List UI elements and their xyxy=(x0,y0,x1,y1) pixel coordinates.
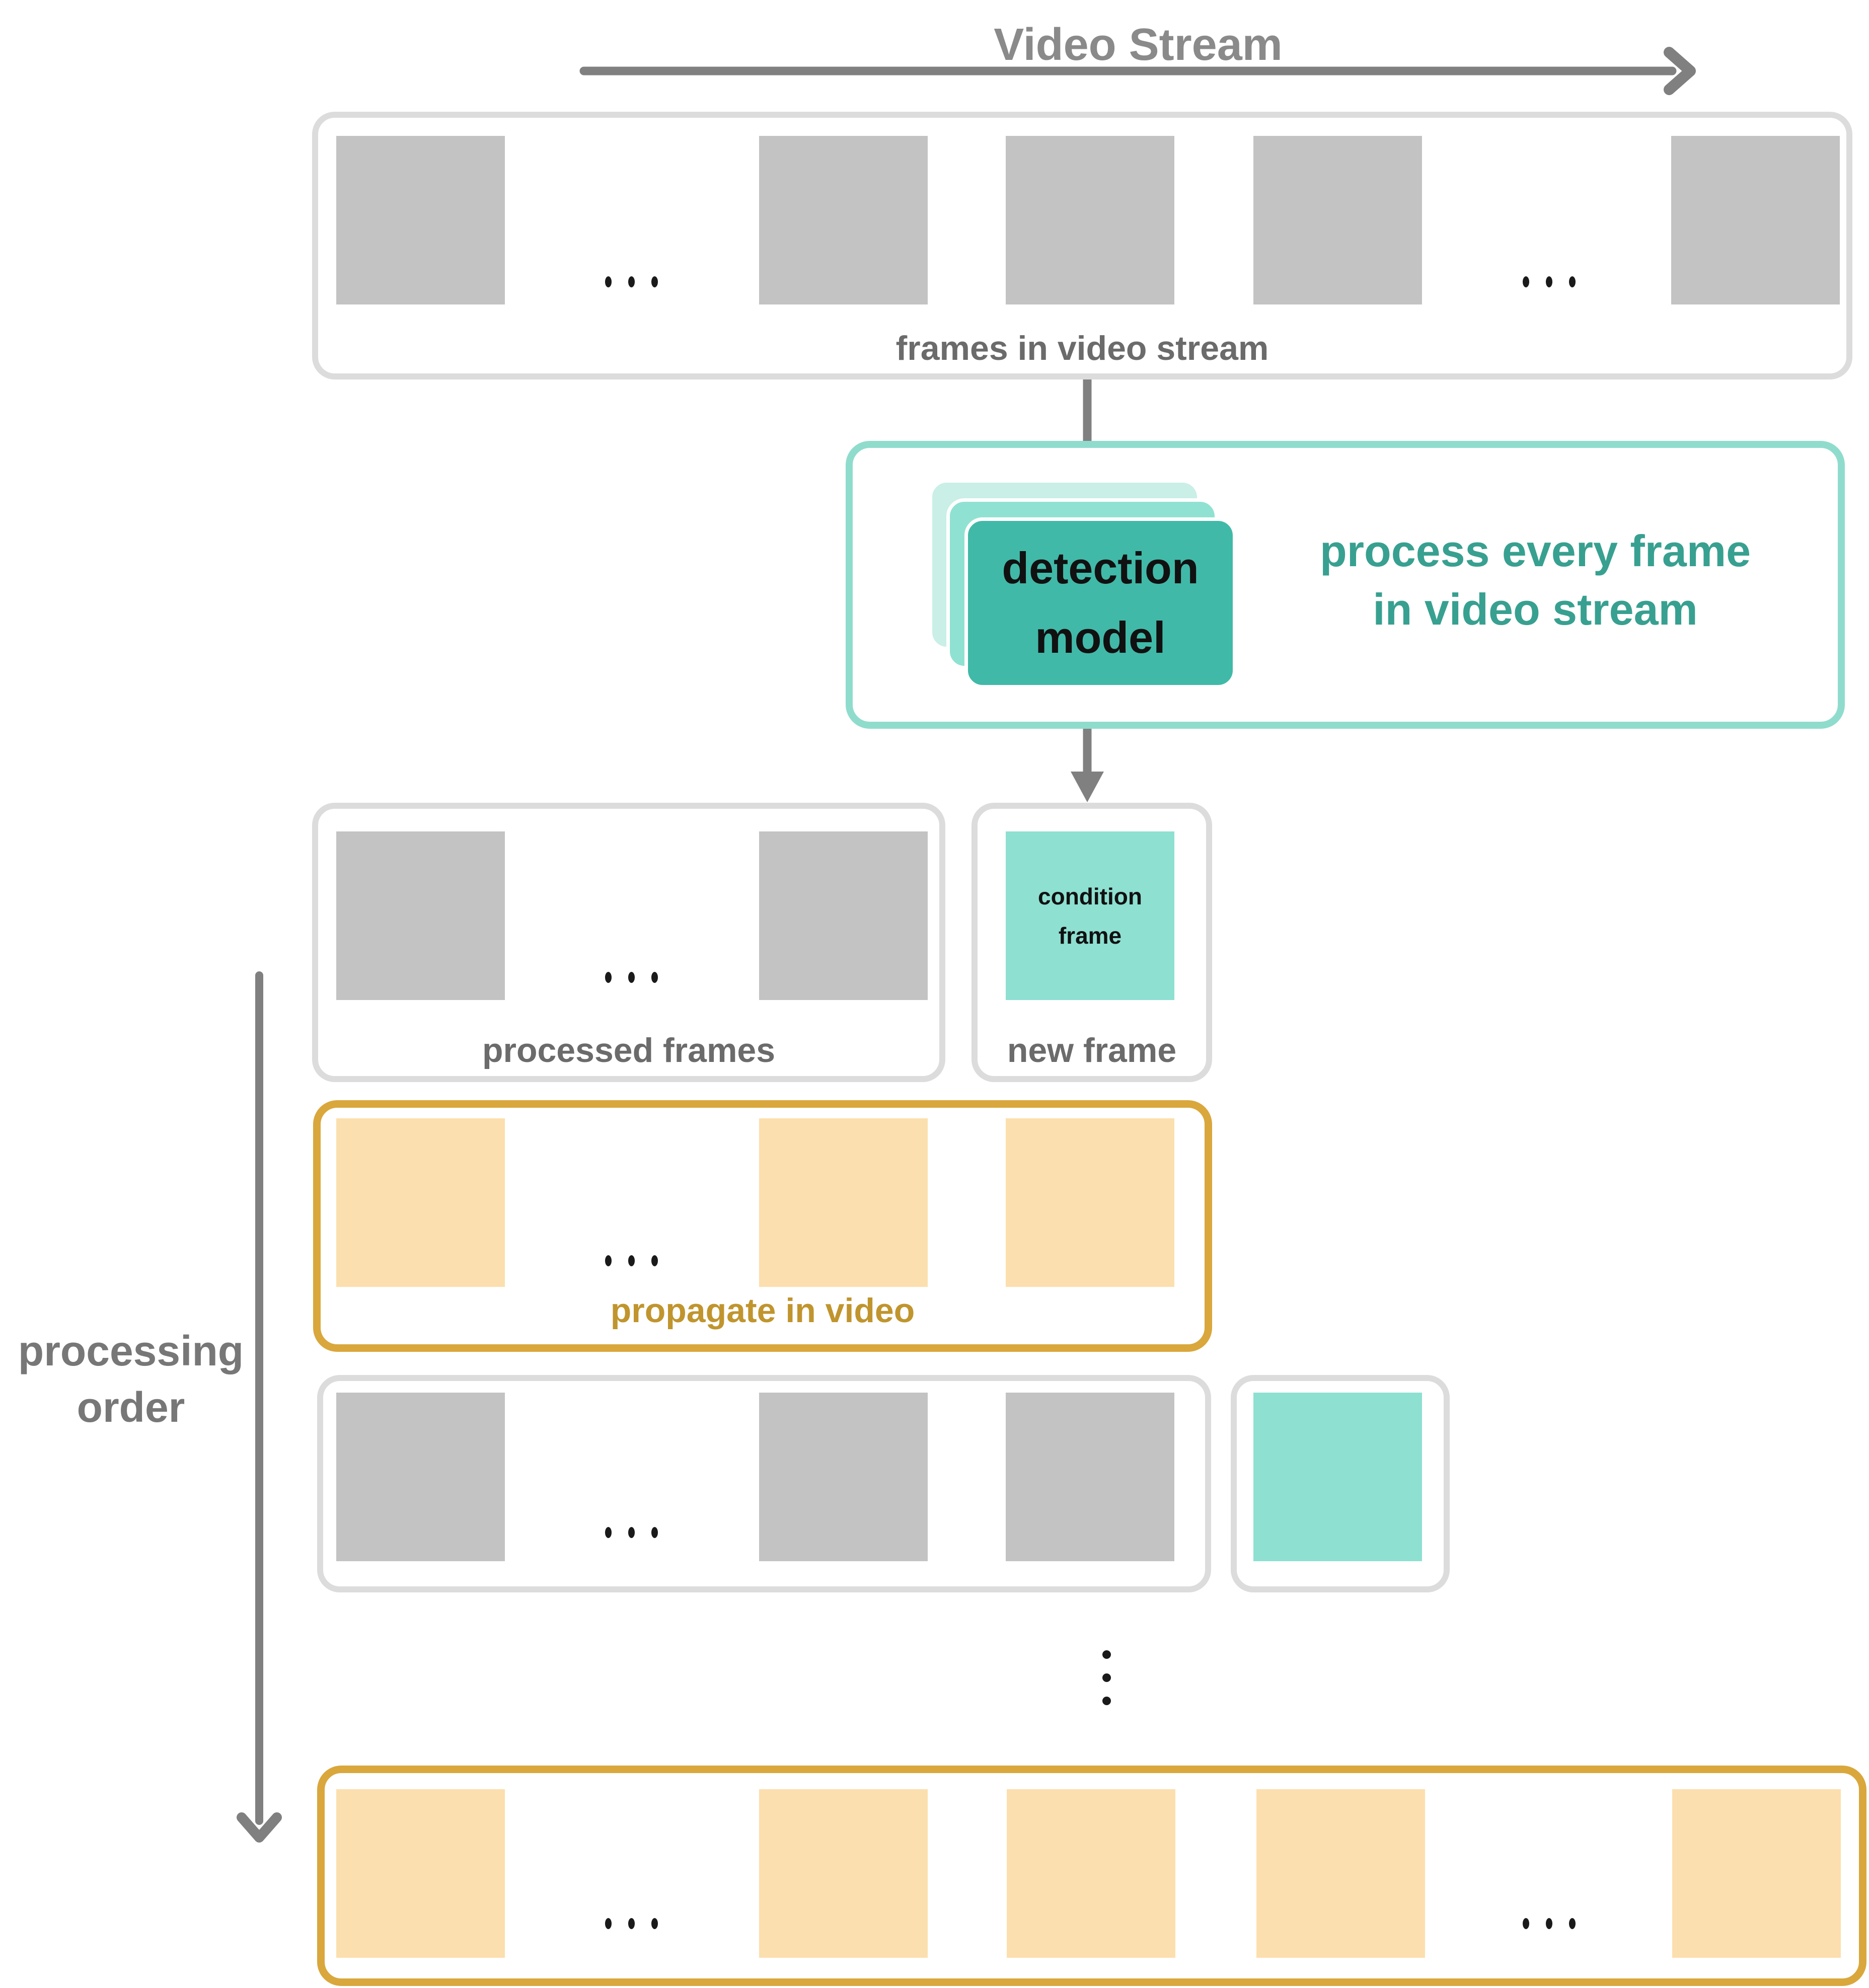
process-every-frame-caption: process every frame in video stream xyxy=(1233,522,1837,639)
frames-in-video-stream-label: frames in video stream xyxy=(895,329,1269,367)
processing-order-arrow-head xyxy=(237,1812,282,1843)
vertical-ellipsis xyxy=(1102,1650,1111,1705)
ellipsis-dots xyxy=(1523,1918,1576,1929)
frame-thumbnail xyxy=(1006,136,1174,304)
detection-model-card-line2: model xyxy=(1035,613,1166,662)
propagated-frame-thumbnail xyxy=(336,1118,505,1287)
frame-thumbnail xyxy=(1671,136,1840,304)
processed-frames-label: processed frames xyxy=(482,1031,776,1069)
condition-frame-square-2 xyxy=(1253,1393,1422,1561)
propagated-frame-thumbnail xyxy=(759,1118,928,1287)
ellipsis-dots xyxy=(605,276,658,287)
propagated-frame-thumbnail xyxy=(1006,1118,1174,1287)
frame-thumbnail xyxy=(1006,1393,1174,1561)
condition-frame-line2: frame xyxy=(1058,922,1122,949)
video-stream-arrow-head xyxy=(1664,47,1696,95)
propagated-frame-thumbnail xyxy=(1672,1789,1841,1958)
ellipsis-dots xyxy=(605,1255,658,1266)
frame-thumbnail xyxy=(336,831,505,1000)
new-frame-label: new frame xyxy=(1007,1031,1177,1069)
propagated-frame-thumbnail xyxy=(1256,1789,1425,1958)
processing-order-label: processing order xyxy=(0,1323,262,1435)
frame-thumbnail xyxy=(759,831,928,1000)
detection-model-card-line1: detection xyxy=(1002,543,1199,593)
ellipsis-dots xyxy=(605,972,658,983)
condition-frame-square: condition frame xyxy=(1006,831,1174,1000)
processing-order-line2: order xyxy=(77,1384,185,1431)
video-stream-title: Video Stream xyxy=(994,20,1283,70)
caption-line1: process every frame xyxy=(1319,526,1751,576)
propagated-frame-thumbnail xyxy=(1007,1789,1175,1958)
condition-frame-line1: condition xyxy=(1038,883,1142,909)
frame-thumbnail xyxy=(759,136,928,304)
propagated-frame-thumbnail xyxy=(336,1789,505,1958)
ellipsis-dots xyxy=(1523,276,1576,287)
frame-thumbnail xyxy=(336,136,505,304)
frame-thumbnail xyxy=(336,1393,505,1561)
frame-thumbnail xyxy=(759,1393,928,1561)
detection-output-arrow-head xyxy=(1071,772,1104,802)
propagate-in-video-label: propagate in video xyxy=(610,1291,915,1330)
ellipsis-dots xyxy=(605,1527,658,1538)
processing-order-line1: processing xyxy=(18,1327,244,1374)
propagated-frame-thumbnail xyxy=(759,1789,928,1958)
detection-model-card: detection model xyxy=(964,517,1236,689)
frame-thumbnail xyxy=(1253,136,1422,304)
ellipsis-dots xyxy=(605,1918,658,1929)
caption-line2: in video stream xyxy=(1373,584,1698,634)
